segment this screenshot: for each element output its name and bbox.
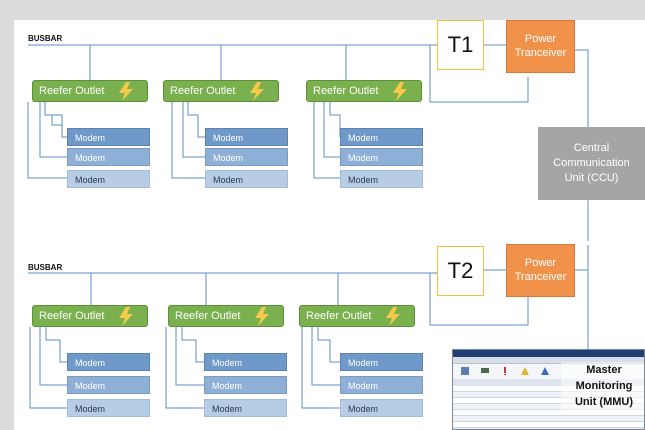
- mmu-titlebar: [453, 350, 644, 357]
- table-row: [453, 410, 644, 416]
- modem: Modem: [340, 148, 423, 166]
- busbar-label-bottom: BUSBAR: [28, 263, 63, 272]
- power-transceiver-bottom: Power Tranceiver: [506, 244, 575, 297]
- warning-icon: [521, 367, 529, 375]
- mmu-label: Master Monitoring Unit (MMU): [561, 362, 644, 410]
- reefer-outlet-label: Reefer Outlet: [170, 85, 236, 97]
- mmu-line1: Master: [586, 364, 622, 376]
- mmu-menubar: [453, 357, 644, 364]
- monitor-icon: [481, 368, 489, 373]
- lightning-bolt-icon: [119, 82, 133, 101]
- modem: Modem: [205, 148, 288, 166]
- modem: Modem: [340, 353, 423, 371]
- transformer-t1: T1: [437, 20, 484, 70]
- reefer-outlet: Reefer Outlet: [32, 305, 148, 327]
- reefer-outlet-label: Reefer Outlet: [306, 310, 372, 322]
- transformer-t2: T2: [437, 246, 484, 296]
- master-monitoring-unit: Master Monitoring Unit (MMU): [452, 349, 645, 430]
- lightning-bolt-icon: [393, 82, 407, 101]
- modem: Modem: [67, 376, 150, 394]
- mmu-table: [453, 386, 644, 428]
- modem: Modem: [340, 128, 423, 146]
- modem: Modem: [67, 128, 150, 146]
- modem: Modem: [67, 148, 150, 166]
- table-row: [453, 404, 644, 410]
- lightning-bolt-icon: [119, 307, 133, 326]
- reefer-outlet-label: Reefer Outlet: [313, 85, 379, 97]
- modem: Modem: [67, 399, 150, 417]
- alert-icon: [504, 367, 506, 375]
- reefer-outlet: Reefer Outlet: [168, 305, 284, 327]
- modem: Modem: [204, 376, 287, 394]
- modem: Modem: [205, 170, 288, 188]
- table-row: [453, 386, 644, 392]
- central-communication-unit: Central Communication Unit (CCU): [538, 127, 645, 200]
- ccu-line2: Communication: [553, 157, 630, 170]
- modem: Modem: [204, 353, 287, 371]
- grid-icon: [461, 367, 469, 375]
- mmu-line3: Unit (MMU): [574, 396, 634, 408]
- table-row: [453, 392, 644, 398]
- power-transceiver-line2: Tranceiver: [514, 46, 567, 59]
- power-transceiver-top: Power Tranceiver: [506, 20, 575, 73]
- reefer-outlet: Reefer Outlet: [32, 80, 148, 102]
- table-row: [453, 416, 644, 422]
- ccu-line3: Unit (CCU): [564, 171, 619, 184]
- modem: Modem: [67, 170, 150, 188]
- reefer-outlet: Reefer Outlet: [299, 305, 415, 327]
- power-transceiver-line1: Power: [524, 32, 557, 45]
- modem: Modem: [67, 353, 150, 371]
- power-transceiver-line2: Tranceiver: [514, 270, 567, 283]
- modem: Modem: [340, 376, 423, 394]
- reefer-outlet-label: Reefer Outlet: [39, 85, 105, 97]
- reefer-outlet: Reefer Outlet: [163, 80, 279, 102]
- reefer-outlet-label: Reefer Outlet: [39, 310, 105, 322]
- power-transceiver-line1: Power: [524, 256, 557, 269]
- lightning-bolt-icon: [255, 307, 269, 326]
- mmu-line2: Monitoring: [575, 380, 633, 392]
- table-row: [453, 422, 644, 428]
- lightning-bolt-icon: [386, 307, 400, 326]
- ccu-line1: Central: [573, 142, 610, 155]
- modem: Modem: [340, 170, 423, 188]
- table-row: [453, 398, 644, 404]
- busbar-label-top: BUSBAR: [28, 34, 63, 43]
- modem: Modem: [204, 399, 287, 417]
- reefer-outlet-label: Reefer Outlet: [175, 310, 241, 322]
- modem: Modem: [205, 128, 288, 146]
- modem: Modem: [340, 399, 423, 417]
- lightning-bolt-icon: [250, 82, 264, 101]
- triangle-icon: [541, 367, 549, 375]
- reefer-outlet: Reefer Outlet: [306, 80, 422, 102]
